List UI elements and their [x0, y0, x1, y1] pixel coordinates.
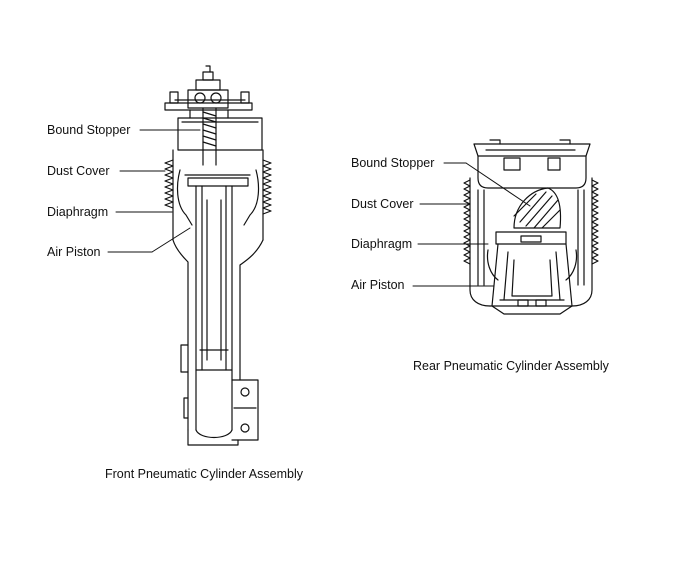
rear-dust-cover-label: Dust Cover: [351, 197, 414, 211]
rear-air-piston-label: Air Piston: [351, 278, 405, 292]
front-cylinder-illustration: [164, 65, 272, 446]
rear-assembly-caption: Rear Pneumatic Cylinder Assembly: [413, 359, 609, 373]
rear-bound-stopper-label: Bound Stopper: [351, 156, 435, 170]
rear-bound-stopper-leader-b: [465, 162, 531, 207]
front-air-piston-label: Air Piston: [47, 245, 101, 259]
front-assembly-caption: Front Pneumatic Cylinder Assembly: [105, 467, 303, 481]
front-dust-cover-label: Dust Cover: [47, 164, 110, 178]
rear-diaphragm-label: Diaphragm: [351, 237, 413, 251]
front-diaphragm-label: Diaphragm: [47, 205, 109, 219]
front-bound-stopper-label: Bound Stopper: [47, 123, 131, 137]
front-air-piston-leader-b: [151, 227, 191, 253]
rear-cylinder-illustration: [463, 139, 599, 315]
leader-lines: [107, 129, 531, 287]
